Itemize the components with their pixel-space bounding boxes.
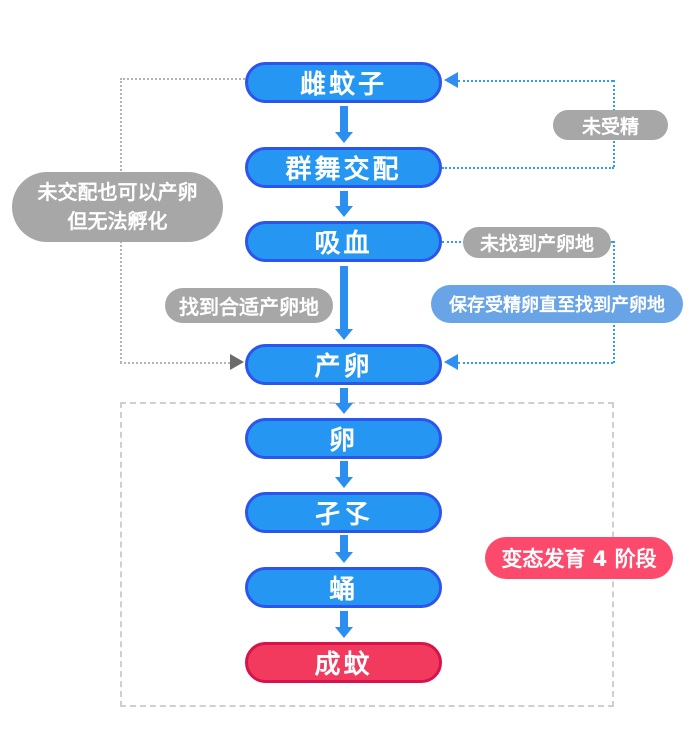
- label-unmated-note: 未交配也可以产卵 但无法孵化: [12, 172, 223, 242]
- arrow-feeding-to-laying: [340, 266, 348, 330]
- connector-no-site-bottom-line: [458, 362, 613, 364]
- label-site-found: 找到合适产卵地: [165, 288, 333, 323]
- connector-unfertilized-bottom-line: [442, 167, 614, 169]
- label-unmated-note-line1: 未交配也可以产卵: [37, 180, 198, 204]
- label-metamorphosis-stages: 变态发育 4 阶段: [485, 537, 673, 579]
- arrow-larva-to-pupa: [340, 535, 348, 553]
- node-egg-laying: 产卵: [245, 344, 442, 385]
- node-female-mosquito: 雌蚊子: [245, 62, 442, 103]
- label-no-site-found: 未找到产卵地: [463, 227, 611, 258]
- node-blood-feeding: 吸血: [245, 221, 442, 262]
- label-unfertilized: 未受精: [553, 110, 668, 140]
- node-larva: 孑孓: [245, 492, 442, 533]
- arrowhead-into-egg-laying-right: [444, 354, 458, 370]
- label-unmated-note-line2: 但无法孵化: [67, 209, 168, 233]
- arrow-laying-to-egg: [340, 388, 348, 404]
- connector-unmated-bottom-line: [120, 362, 230, 364]
- arrow-egg-to-larva: [340, 461, 348, 478]
- connector-unfertilized-top-line: [458, 80, 613, 82]
- node-egg: 卵: [245, 418, 442, 459]
- arrow-mating-to-feeding: [340, 191, 348, 207]
- node-pupa: 蛹: [245, 567, 442, 608]
- arrowhead-into-egg-laying-left: [230, 354, 244, 370]
- node-swarm-mating: 群舞交配: [245, 147, 442, 188]
- arrowhead-into-female-mosquito: [444, 72, 458, 88]
- arrow-female-to-mating: [340, 106, 348, 133]
- node-adult-mosquito: 成蚊: [245, 642, 442, 683]
- connector-unmated-top-line: [120, 78, 245, 80]
- label-store-eggs: 保存受精卵直至找到产卵地: [431, 285, 683, 323]
- arrow-pupa-to-adult: [340, 611, 348, 628]
